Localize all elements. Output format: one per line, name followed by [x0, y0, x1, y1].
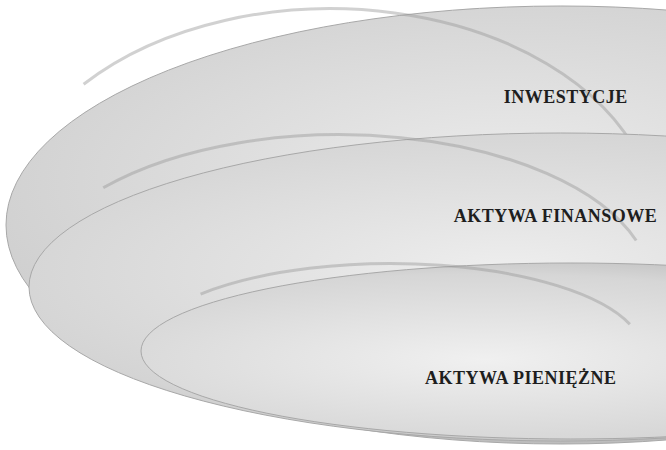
ellipse-rim: [201, 264, 630, 325]
ellipse-layer: AKTYWA FINANSOWEAKTYWA PIENIĘŻNE: [28, 132, 666, 442]
ellipse-layer: INWESTYCJEAKTYWA FINANSOWEAKTYWA PIENIĘŻ…: [5, 5, 666, 445]
ellipse-fill: [141, 263, 666, 439]
ellipse-shape: [140, 262, 666, 440]
ellipse-fill: [29, 133, 666, 441]
layer-label: AKTYWA PIENIĘŻNE: [90, 368, 666, 389]
layer-label: AKTYWA FINANSOWE: [23, 206, 666, 227]
ellipse-fill: [6, 6, 666, 444]
ellipse-layer: AKTYWA PIENIĘŻNE: [140, 262, 666, 440]
layer-label: INWESTYCJE: [10, 87, 666, 108]
